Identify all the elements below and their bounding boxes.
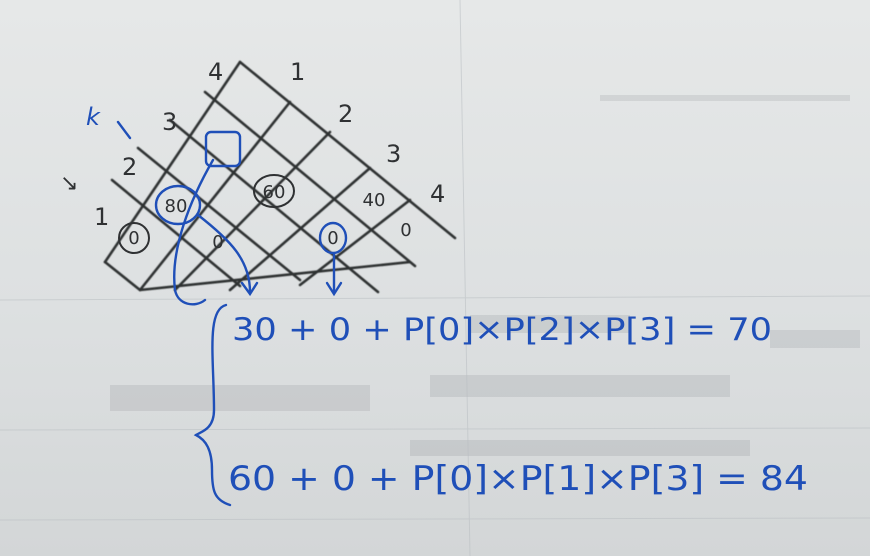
cell-value-1: 80 (165, 196, 188, 217)
equation-1: 30 + 0 + P[0]×P[2]×P[3] = 70 (232, 312, 772, 348)
cell-values: 80 60 40 0 0 0 0 (128, 182, 411, 253)
pencil-circles (118, 174, 295, 254)
circle-80 (154, 184, 202, 226)
cell-value-7: 0 (128, 228, 139, 249)
arrowhead-1 (240, 281, 259, 297)
top-label-5: 4 (430, 180, 445, 208)
pen-annotations (116, 120, 348, 507)
circle-60 (253, 174, 295, 208)
grid-labels: 4 1 2 3 4 3 2 1 ↘ (60, 58, 445, 231)
left-arrow-mark: ↘ (60, 171, 78, 196)
bleed-through-text (110, 95, 860, 456)
k-arrow (116, 120, 132, 140)
pencil-grid (103, 60, 457, 294)
k-label: k (86, 103, 101, 131)
grid-line (173, 130, 332, 292)
arrow-80-down (196, 213, 252, 294)
top-label-2: 1 (290, 58, 305, 86)
grid-line (228, 166, 372, 292)
grid-line (298, 198, 412, 287)
highlight-box (204, 130, 242, 168)
grid-line (103, 60, 242, 264)
arrowhead-2 (325, 281, 343, 297)
cell-value-4: 0 (400, 220, 411, 241)
cell-value-6: 0 (212, 232, 223, 253)
cell-value-3: 40 (363, 190, 386, 211)
grid-line (203, 90, 417, 268)
top-label-3: 2 (338, 100, 353, 128)
grid-line (103, 260, 142, 292)
circle-0-right (318, 221, 348, 255)
curly-brace (193, 303, 232, 507)
top-label-4: 3 (386, 140, 401, 168)
grid-line (110, 178, 242, 288)
left-label-1: 3 (162, 108, 177, 136)
grid-line (138, 260, 412, 292)
cell-value-2: 60 (263, 182, 286, 203)
grid-line (238, 60, 457, 240)
circle-0-left (118, 222, 150, 254)
equation-2: 60 + 0 + P[0]×P[1]×P[3] = 84 (228, 459, 808, 499)
left-label-2: 2 (122, 153, 137, 181)
grid-line (138, 100, 292, 292)
top-label-1: 4 (208, 58, 223, 86)
grid-line (136, 146, 302, 282)
cell-value-5: 0 (327, 228, 338, 249)
arrow-to-first-eq (173, 158, 215, 306)
left-label-3: 1 (94, 203, 109, 231)
